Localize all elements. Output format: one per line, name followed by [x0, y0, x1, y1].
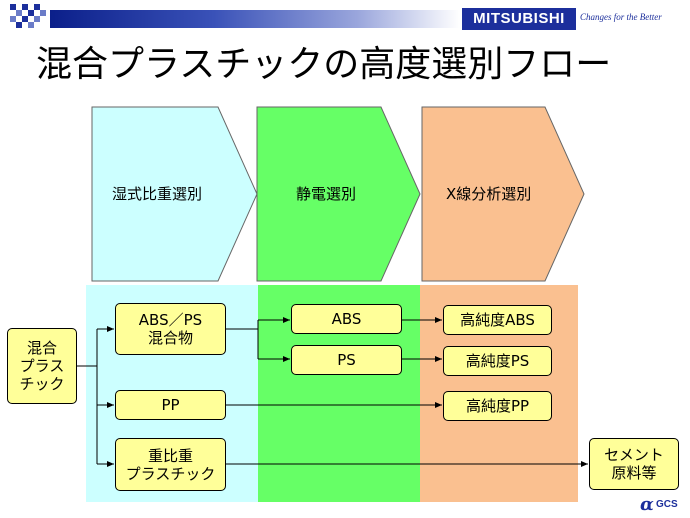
node-abs-ps-mixture-label: ABS／PS 混合物 [138, 311, 203, 347]
node-heavy-plastic: 重比重 プラスチック [115, 438, 226, 491]
gcs-logo: α GCS [636, 494, 686, 515]
brand-logo: MITSUBISHI [462, 8, 576, 30]
node-cement-material-label: セメント 原料等 [604, 446, 664, 482]
page-title: 混合プラスチックの高度選別フロー [36, 44, 612, 85]
node-high-purity-pp-label: 高純度PP [465, 397, 530, 415]
node-ps-label: PS [337, 351, 356, 369]
stage-label-electrostatic: 静電選別 [296, 185, 357, 203]
header-strip: MITSUBISHI Changes for the Better [0, 0, 690, 36]
stage-label-xray: X線分析選別 [446, 185, 532, 203]
node-cement-material: セメント 原料等 [589, 438, 679, 490]
brand-tagline: Changes for the Better [580, 12, 662, 22]
node-pp: PP [115, 390, 226, 420]
node-abs-ps-mixture: ABS／PS 混合物 [115, 303, 226, 355]
node-mixed-plastic-input-label: 混合 プラス チック [19, 339, 65, 393]
node-high-purity-abs: 高純度ABS [443, 305, 552, 335]
node-high-purity-pp: 高純度PP [443, 391, 552, 421]
node-heavy-plastic-label: 重比重 プラスチック [125, 446, 216, 483]
gcs-logo-text: GCS [656, 499, 678, 510]
node-ps: PS [291, 345, 402, 375]
node-pp-label: PP [161, 396, 180, 414]
node-mixed-plastic-input: 混合 プラス チック [7, 328, 77, 404]
node-abs: ABS [291, 304, 402, 334]
node-high-purity-ps: 高純度PS [443, 346, 552, 376]
gcs-logo-icon: α [640, 494, 654, 515]
checker-pattern-icon [10, 4, 46, 28]
node-high-purity-ps-label: 高純度PS [465, 352, 530, 370]
stage-label-wet-gravity: 湿式比重選別 [112, 185, 203, 203]
header-gradient-bar [50, 10, 460, 28]
node-high-purity-abs-label: 高純度ABS [460, 311, 535, 329]
node-abs-label: ABS [331, 310, 362, 328]
